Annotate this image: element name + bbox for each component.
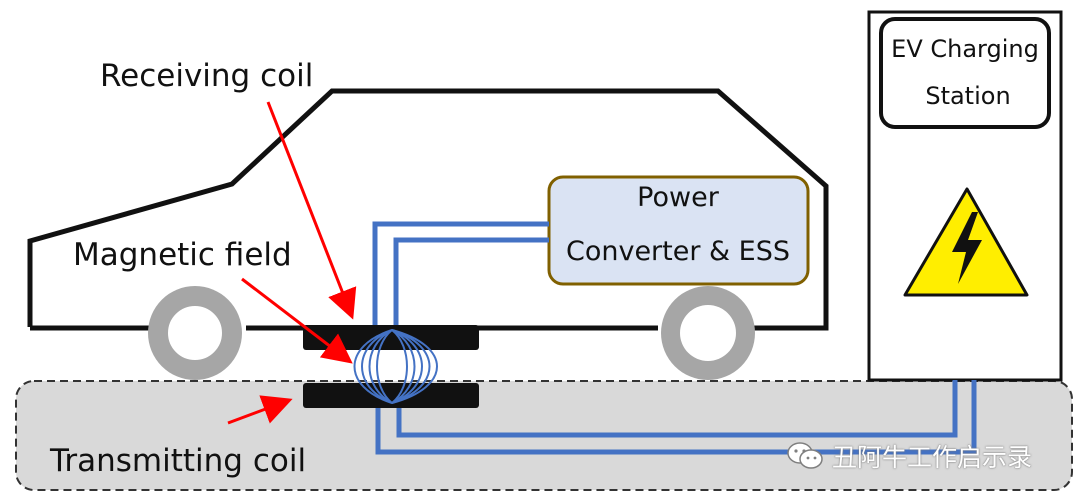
- power-converter-label-line1: Power: [637, 182, 720, 213]
- vehicle-wiring: [372, 221, 549, 330]
- watermark: 丑阿牛工作启示录: [786, 436, 1032, 476]
- charging-station-label-line1: EV Charging: [891, 35, 1039, 63]
- callout-arrows: [227, 101, 357, 425]
- transmitting-coil-arrow: [227, 395, 293, 425]
- magnetic-field-arrow: [241, 277, 353, 364]
- magnetic-field-lines: [353, 329, 438, 404]
- power-converter-label-line2: Converter & ESS: [566, 236, 790, 267]
- rear-wheel: [661, 286, 755, 380]
- power-converter-box: [547, 175, 810, 286]
- charging-station-label-line2: Station: [925, 82, 1010, 110]
- transmitting-coil-label: Transmitting coil: [49, 443, 306, 479]
- front-wheel: [148, 286, 242, 380]
- wechat-icon: [787, 442, 823, 469]
- receiving-coil-label: Receiving coil: [100, 58, 313, 94]
- magnetic-field-label: Magnetic field: [73, 237, 292, 273]
- charging-station-label-box: [879, 17, 1051, 129]
- receiving-coil-arrow: [266, 101, 357, 320]
- watermark-text: 丑阿牛工作启示录: [832, 443, 1033, 472]
- transmitting-coil-pad: [303, 383, 479, 408]
- ground-wiring: [375, 380, 977, 455]
- high-voltage-warning-icon: [903, 187, 1029, 297]
